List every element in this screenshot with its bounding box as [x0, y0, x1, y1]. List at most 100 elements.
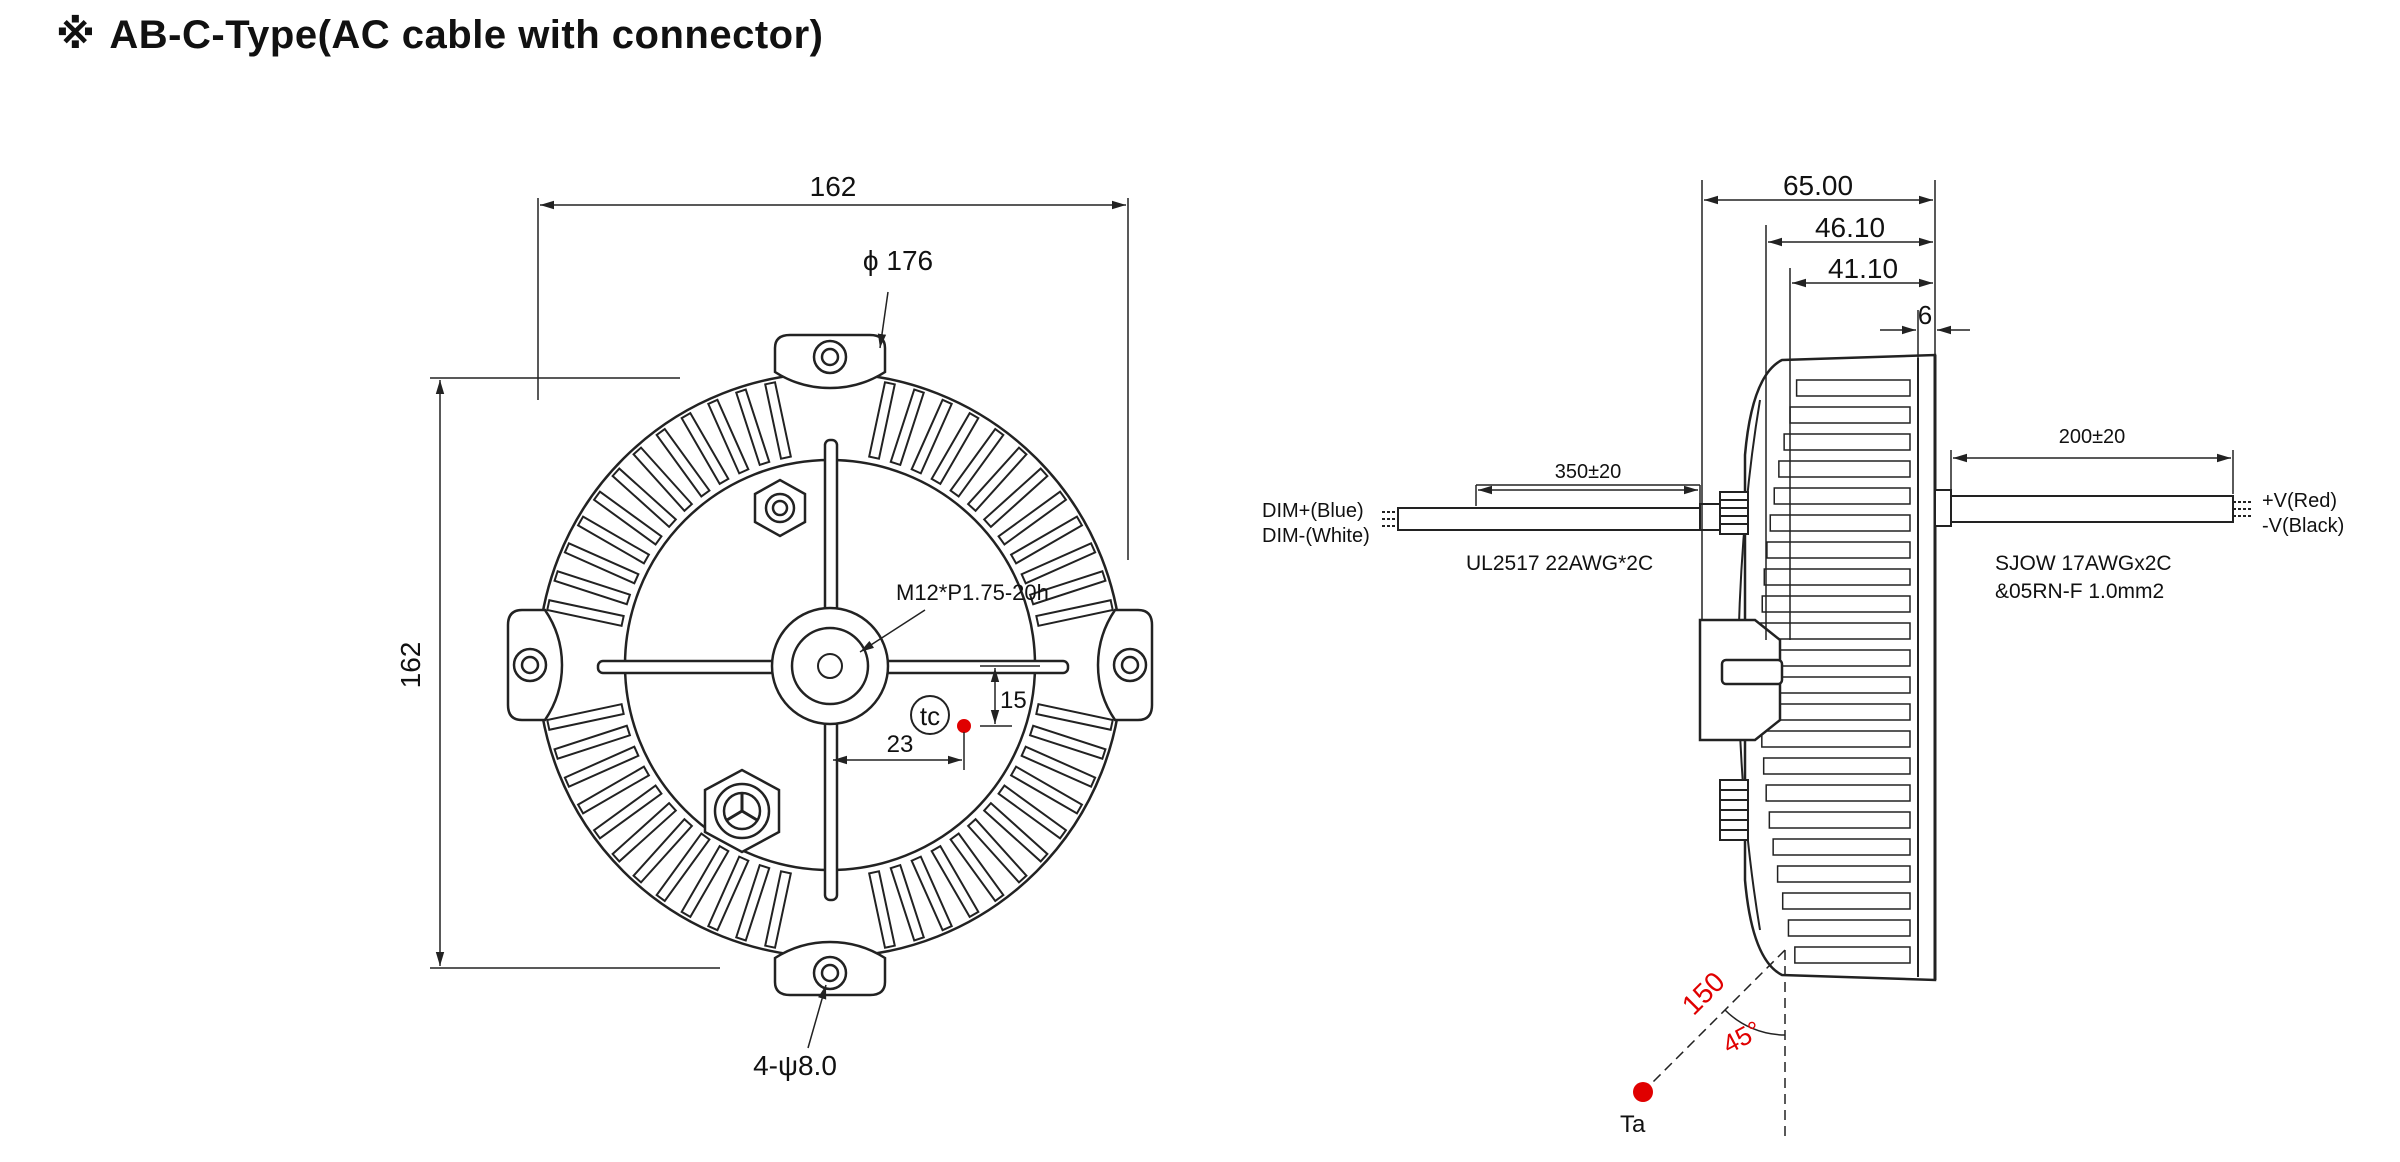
heatsink-fin: [910, 855, 954, 932]
side-dim-total: 65.00: [1783, 170, 1853, 201]
heatsink-fin: [563, 541, 640, 585]
center-hole: [817, 653, 843, 679]
ta-angle: 45°: [1717, 1015, 1766, 1060]
heatsink-fin: [966, 817, 1028, 884]
hole-label: 4-ψ8.0: [753, 1050, 837, 1081]
heatsink-fin: [1035, 599, 1114, 627]
heatsink-fin: [1035, 703, 1114, 731]
side-dim-inner: 41.10: [1828, 253, 1898, 284]
mount-hole-left: [512, 647, 548, 683]
heatsink-fin: [1020, 541, 1097, 585]
center-hub: [770, 606, 890, 726]
ta-label: Ta: [1620, 1111, 1646, 1138]
heatsink-fin: [611, 467, 678, 529]
bottom-thread: [1719, 779, 1749, 841]
left-cable: [1397, 507, 1701, 531]
mount-hole-top: [812, 339, 848, 375]
front-dimensions: [430, 198, 1129, 1049]
dim-minus-label: DIM-(White): [1262, 525, 1370, 547]
side-fin: [1766, 541, 1911, 559]
tc-measure-point: [957, 719, 971, 733]
side-fin: [1772, 838, 1911, 856]
right-cable-stub: [1934, 489, 1952, 527]
heatsink-fin: [1028, 724, 1107, 761]
ta-measure-point: [1633, 1082, 1653, 1102]
heatsink-fin: [576, 765, 651, 815]
heatsink-fin: [1028, 569, 1107, 606]
side-fin: [1761, 730, 1911, 748]
cables: [1382, 495, 2252, 531]
reference-mark-icon: ※: [56, 12, 96, 58]
side-fin: [1789, 406, 1911, 424]
tc-y-dim: 15: [1000, 687, 1027, 714]
side-dim-mid: 46.10: [1815, 212, 1885, 243]
heatsink-fin: [680, 411, 730, 486]
heatsink-fin: [553, 569, 632, 606]
front-width-dim: 162: [810, 171, 857, 202]
heatsink-fin: [997, 784, 1068, 840]
tc-label: tc: [920, 701, 940, 731]
side-fin: [1760, 622, 1911, 640]
side-dim-small: 6: [1918, 300, 1932, 330]
heatsink-fin: [706, 398, 750, 475]
tc-symbol: [910, 695, 950, 735]
dim-plus-label: DIM+(Blue): [1262, 500, 1364, 522]
vminus-label: -V(Black): [2262, 515, 2344, 537]
ac-connector-housing: [1698, 618, 1784, 742]
right-cable-spec-1: SJOW 17AWGx2C: [1995, 552, 2172, 575]
side-fin: [1794, 946, 1911, 964]
ac-connector: [703, 768, 781, 854]
heatsink-fin: [734, 388, 771, 467]
heatsink-fin: [632, 446, 694, 513]
heatsink-fin: [982, 801, 1049, 863]
heatsink-fin: [592, 490, 663, 546]
heatsink-fin: [930, 411, 980, 486]
side-fin: [1776, 865, 1911, 883]
heatsink-fin: [930, 844, 980, 919]
thread-label: M12*P1.75-20h: [896, 580, 1049, 605]
heatsink-fin: [655, 427, 711, 498]
side-fin: [1761, 595, 1911, 613]
side-fin: [1759, 703, 1911, 721]
heatsink-fin: [1009, 515, 1084, 565]
left-cable-spec: UL2517 22AWG*2C: [1466, 552, 1653, 575]
front-height-dim: 162: [395, 642, 426, 689]
side-fin: [1768, 811, 1911, 829]
upper-cable-gland: [753, 478, 807, 538]
heatsink-fin: [576, 515, 651, 565]
side-fin: [1783, 433, 1911, 451]
heatsink-fin: [655, 832, 711, 903]
heatsink-fin: [563, 745, 640, 789]
right-cable: [1950, 495, 2234, 523]
heatsink-fin: [764, 381, 792, 460]
heatsink-fin: [868, 381, 896, 460]
title-text: AB-C-Type(AC cable with connector): [109, 13, 824, 57]
side-fin: [1787, 919, 1911, 937]
side-fin: [1778, 460, 1911, 478]
page-title: ※ AB-C-Type(AC cable with connector): [56, 12, 823, 58]
heatsink-fin: [889, 863, 926, 942]
left-cable-gland: [1699, 491, 1749, 535]
left-cable-length: 350±20: [1555, 461, 1622, 483]
side-dimensions: [1475, 180, 2234, 1140]
heatsink-fin: [910, 398, 954, 475]
right-cable-spec-2: &05RN-F 1.0mm2: [1995, 580, 2164, 603]
heatsink-fin: [611, 801, 678, 863]
side-fin: [1773, 487, 1911, 505]
heatsink-fin: [949, 427, 1005, 498]
heatsink-fin: [868, 870, 896, 949]
side-fin: [1765, 784, 1911, 802]
center-boss: [790, 626, 870, 706]
heatsink-fin: [1020, 745, 1097, 789]
heatsink-fin: [680, 844, 730, 919]
side-view: [1698, 353, 1952, 982]
heatsink-fin: [706, 855, 750, 932]
right-cable-length: 200±20: [2059, 426, 2126, 448]
heatsink-fins: [546, 381, 1114, 949]
heatsink-fin: [546, 599, 625, 627]
front-view: [506, 333, 1154, 997]
heatsink-fin: [949, 832, 1005, 903]
heatsink-fin: [889, 388, 926, 467]
diameter-dim: ϕ 176: [863, 245, 933, 276]
